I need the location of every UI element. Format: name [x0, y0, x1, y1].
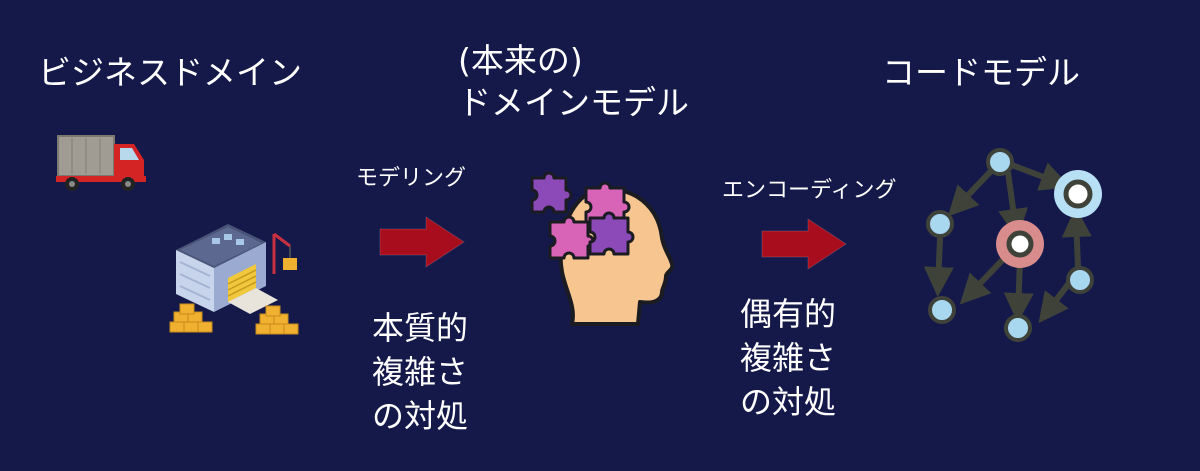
encoding-arrow	[761, 218, 847, 270]
modeling-note: 本質的 複雑さ の対処	[360, 306, 480, 438]
modeling-note-line2: 複雑さ	[371, 353, 468, 391]
truck-icon	[56, 135, 146, 191]
code-model-heading: コードモデル	[882, 53, 1080, 92]
encoding-note-line2: 複雑さ	[739, 339, 836, 377]
modeling-note-line1: 本質的	[371, 309, 468, 347]
encoding-note-line1: 偶有的	[739, 295, 836, 333]
head-puzzle-icon	[530, 171, 675, 326]
encoding-label: エンコーディング	[722, 178, 897, 203]
encoding-note-line3: の対処	[739, 383, 836, 421]
domain-model-heading-line2: ドメインモデル	[458, 83, 689, 122]
modeling-note-line3: の対処	[371, 397, 468, 435]
modeling-arrow	[379, 216, 465, 268]
encoding-note: 偶有的 複雑さ の対処	[728, 292, 848, 424]
domain-model-heading: (本来の) ドメインモデル	[458, 40, 689, 124]
graph-network-icon	[923, 148, 1102, 342]
domain-model-heading-line1: (本来の)	[458, 41, 583, 80]
modeling-label: モデリング	[356, 166, 467, 191]
business-domain-heading: ビジネスドメイン	[38, 53, 302, 92]
warehouse-icon	[169, 224, 299, 335]
